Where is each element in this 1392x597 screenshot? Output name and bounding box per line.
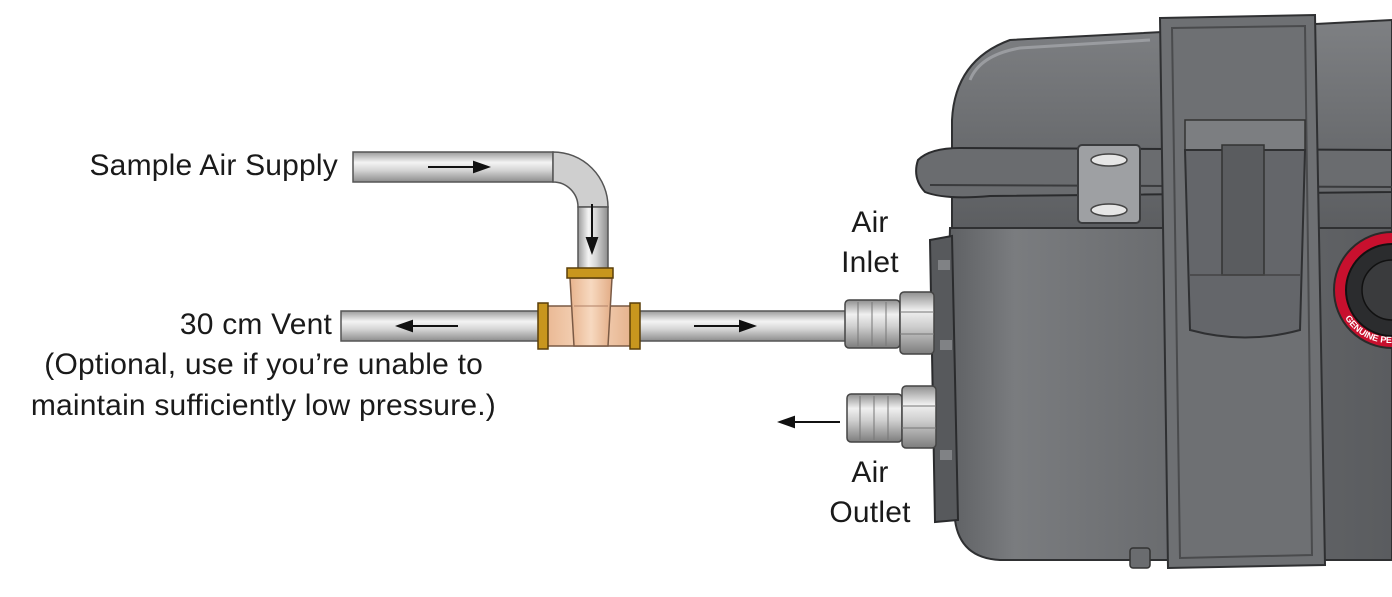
air-outlet-label-line-2: Outlet [829, 496, 911, 529]
air-inlet-label-line-1: Air [851, 206, 889, 239]
flow-arrow-icon [395, 319, 458, 333]
sample-air-supply-label: Sample Air Supply [89, 149, 338, 182]
flow-arrow-icon [777, 415, 840, 429]
purge-valve-icon [1333, 231, 1392, 349]
vent-note-line-1: (Optional, use if you’re unable to [44, 348, 483, 381]
flow-arrow-icon [428, 160, 491, 174]
air-inlet-label-line-2: Inlet [841, 246, 899, 279]
vent-label: 30 cm Vent [179, 308, 332, 341]
air-outlet-label-line-1: Air [851, 456, 889, 489]
flow-arrow-icon [694, 319, 757, 333]
vent-note-line-2: maintain sufficiently low pressure.) [30, 389, 496, 422]
outlet-compression-fitting-icon [846, 385, 937, 449]
case-latch-icon [1158, 13, 1327, 570]
instrument-case [915, 13, 1392, 570]
flow-arrow-icon [585, 204, 599, 255]
inlet-compression-fitting-icon [844, 291, 935, 355]
tee-fitting-icon [537, 267, 641, 350]
